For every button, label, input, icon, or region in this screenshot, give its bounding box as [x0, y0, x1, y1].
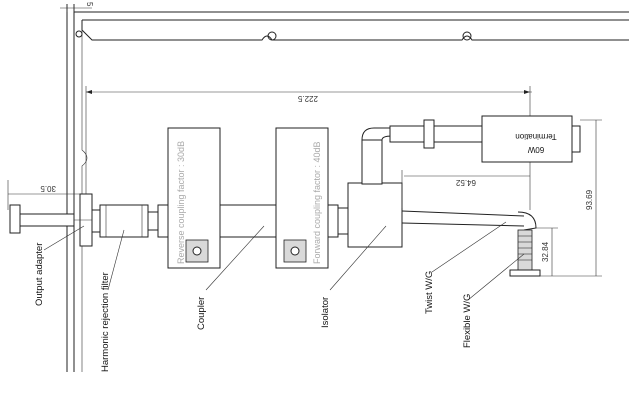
leader-lines — [43, 221, 525, 301]
termination: 60W Termination — [481, 115, 581, 163]
label-harmonic-filter: Harmonic rejection filter — [100, 272, 111, 372]
label-output-adapter: Output adapter — [34, 243, 45, 306]
output-adapter — [9, 193, 96, 247]
chassis-outline — [66, 4, 629, 372]
harmonic-filter-body — [99, 204, 149, 238]
dim-height-total-text: 93.69 — [585, 189, 594, 210]
flexible-waveguide — [509, 229, 541, 277]
dimension-left-offset: 30.5 — [7, 180, 86, 210]
dim-overall-width-text: 222.5 — [297, 94, 318, 103]
isolator-body — [347, 127, 403, 248]
dimension-height-flex: 32.84 — [536, 227, 558, 276]
label-isolator: Isolator — [320, 297, 331, 328]
dim-top-small-text: 5 — [85, 2, 94, 7]
forward-coupler: Forward coupling factor : 40dB — [275, 127, 329, 269]
dimension-isolator-offset: 64.52 — [401, 170, 530, 208]
label-flexible-wg: Flexible W/G — [462, 294, 473, 348]
dim-left-offset-text: 30.5 — [40, 184, 56, 193]
dim-height-flex-text: 32.84 — [541, 241, 550, 262]
termination-pipe — [389, 119, 483, 149]
dimension-top-small: 5 — [60, 2, 94, 12]
termination-line1: 60W — [527, 145, 544, 154]
label-twist-wg: Twist W/G — [424, 271, 435, 314]
termination-line2: Termination — [515, 132, 556, 141]
dim-isolator-offset-text: 64.52 — [455, 178, 476, 187]
forward-coupler-text: Forward coupling factor : 40dB — [312, 141, 322, 264]
label-coupler: Coupler — [196, 297, 207, 330]
dimension-height-total: 93.69 — [540, 119, 602, 277]
twist-waveguide — [401, 210, 537, 231]
reverse-coupler-text: Reverse coupling factor : 30dB — [176, 141, 186, 264]
reverse-coupler: Reverse coupling factor : 30dB — [167, 127, 221, 269]
